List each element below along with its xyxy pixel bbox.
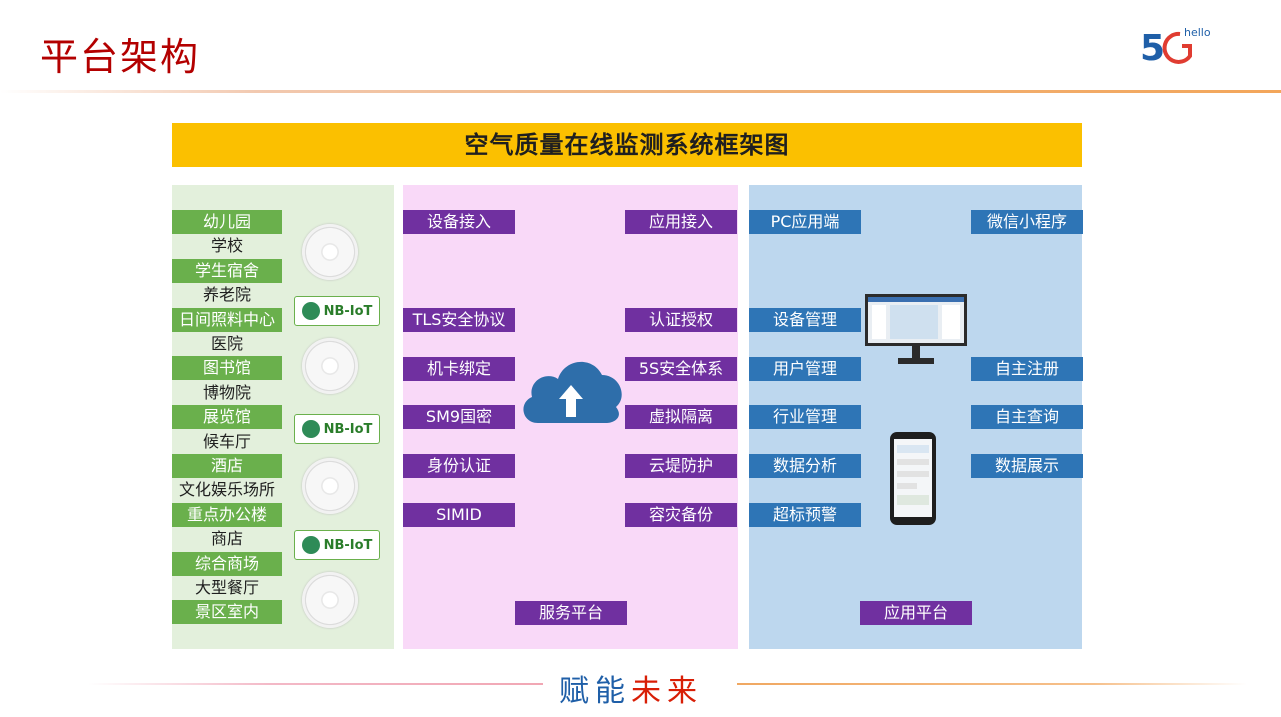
scene-item: 学校 — [210, 236, 243, 256]
air-sensor-icon — [302, 458, 358, 514]
service-item: 容灾备份 — [625, 503, 737, 527]
tagline-part1: 赋能 — [559, 674, 631, 709]
scene-item: 医院 — [210, 334, 243, 353]
application-item: 数据展示 — [971, 454, 1083, 478]
monitor-icon — [865, 294, 967, 364]
air-sensor-icon — [302, 572, 358, 628]
scene-item: 酒店 — [172, 454, 282, 478]
logo-hello-text: hello — [1184, 26, 1210, 39]
service-item: 5S安全体系 — [625, 357, 737, 381]
scene-item: 候车厅 — [202, 431, 251, 451]
service-item: 认证授权 — [625, 308, 737, 332]
scene-item: 展览馆 — [172, 405, 282, 430]
header-divider — [0, 90, 1281, 93]
scene-item: 学生宿舍 — [172, 258, 282, 283]
scene-item: 综合商场 — [172, 551, 282, 576]
application-item: 数据分析 — [749, 454, 861, 478]
nbiot-label: NB-IoT — [323, 537, 373, 553]
smartphone-icon — [890, 432, 936, 525]
nbiot-globe-icon — [301, 536, 320, 554]
scene-item: 大型餐厅 — [194, 578, 259, 597]
scene-item: 博物院 — [202, 382, 251, 402]
service-item: 机卡绑定 — [403, 357, 515, 381]
scene-item: 养老院 — [202, 285, 251, 305]
footer-line-right — [737, 683, 1247, 685]
scene-item: 重点办公楼 — [172, 502, 282, 527]
service-item: SIMID — [403, 503, 515, 527]
nbiot-label: NB-IoT — [323, 303, 373, 319]
nbiot-badge: NB-IoT — [294, 530, 380, 560]
cloud-upload-icon — [523, 361, 622, 423]
application-item: 微信小程序 — [971, 210, 1083, 234]
logo-5-glyph: 5 — [1140, 28, 1165, 68]
footer-line-left — [88, 683, 543, 685]
scene-item: 日间照料中心 — [172, 307, 282, 332]
nbiot-label: NB-IoT — [323, 421, 373, 437]
application-item: 行业管理 — [749, 405, 861, 429]
nbiot-badge: NB-IoT — [294, 414, 380, 444]
nbiot-globe-icon — [301, 302, 320, 320]
service-platform-label: 服务平台 — [515, 601, 627, 625]
air-sensor-icon — [302, 224, 358, 280]
nbiot-globe-icon — [301, 420, 320, 438]
application-platform-label: 应用平台 — [860, 601, 972, 625]
application-item: 设备管理 — [749, 308, 861, 332]
application-item: PC应用端 — [749, 210, 861, 234]
service-item: TLS安全协议 — [403, 308, 515, 332]
application-item: 自主查询 — [971, 405, 1083, 429]
scene-item: 景区室内 — [172, 600, 282, 625]
application-item: 自主注册 — [971, 357, 1083, 381]
tagline: 赋能未来 — [559, 666, 703, 710]
logo-g-glyph — [1162, 31, 1192, 64]
service-item: 身份认证 — [403, 454, 515, 478]
diagram-banner: 空气质量在线监测系统框架图 — [172, 123, 1082, 167]
application-item: 用户管理 — [749, 357, 861, 381]
diagram-title: 空气质量在线监测系统框架图 — [464, 131, 790, 159]
nbiot-badge: NB-IoT — [294, 296, 380, 326]
scene-item: 商店 — [210, 529, 243, 549]
5g-hello-logo: 5 hello — [1140, 26, 1210, 68]
service-item: 应用接入 — [625, 210, 737, 234]
page-title: 平台架构 — [40, 35, 201, 79]
service-item: SM9国密 — [403, 405, 515, 429]
service-item: 设备接入 — [403, 210, 515, 234]
tagline-part2: 未来 — [631, 674, 703, 709]
service-item: 虚拟隔离 — [625, 405, 737, 429]
air-sensor-icon — [302, 338, 358, 394]
scene-item: 文化娱乐场所 — [178, 480, 275, 500]
application-item: 超标预警 — [749, 503, 861, 527]
service-item: 云堤防护 — [625, 454, 737, 478]
scene-item: 幼儿园 — [172, 210, 282, 234]
scene-item: 图书馆 — [172, 356, 282, 381]
